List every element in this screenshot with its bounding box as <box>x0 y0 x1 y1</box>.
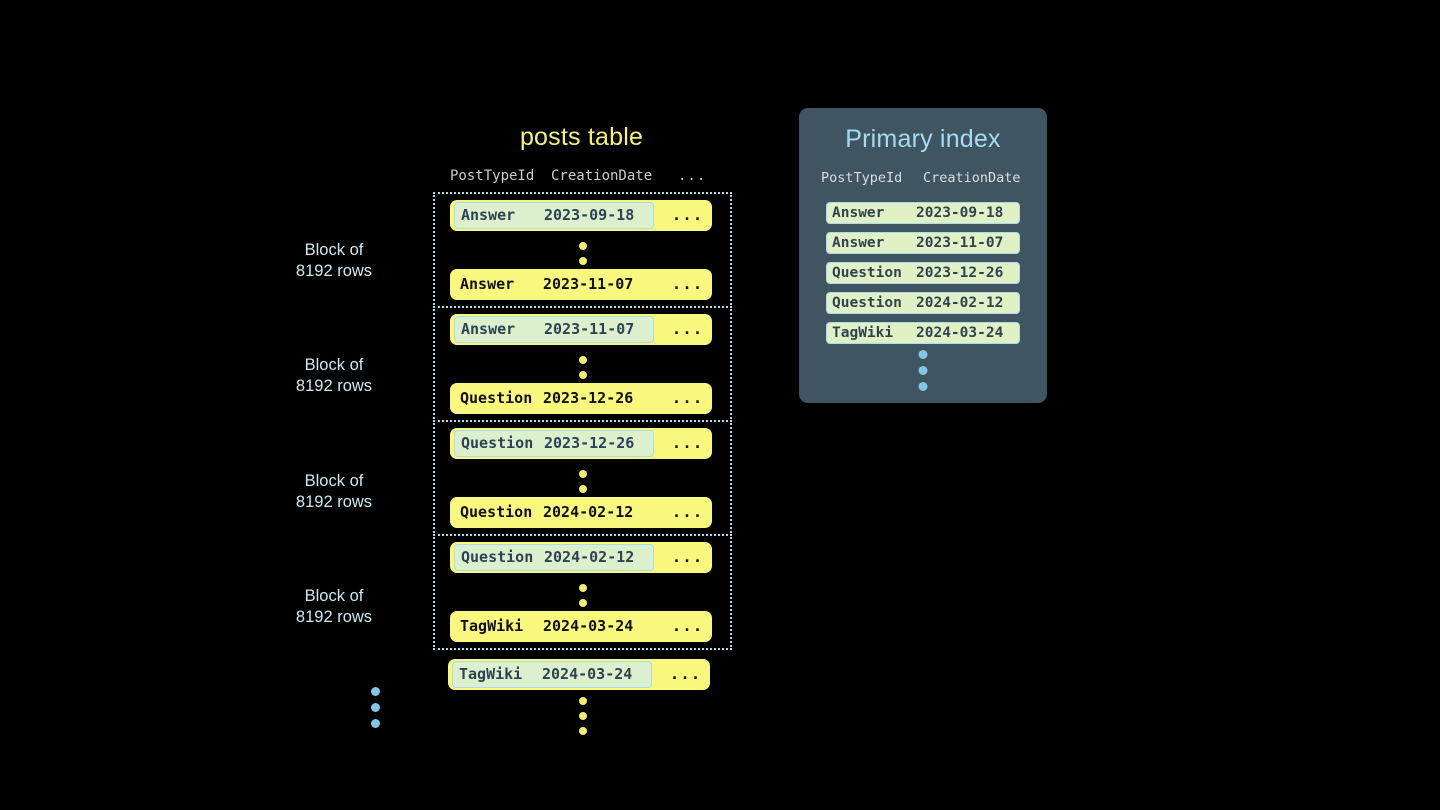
block-label-2: Block of 8192 rows <box>295 472 373 511</box>
table-row: TagWiki 2024-03-24 ... <box>450 611 712 642</box>
cell-more: ... <box>672 275 704 293</box>
posts-table: posts table PostTypeId CreationDate ... … <box>433 120 732 737</box>
primary-key-highlight <box>454 202 654 229</box>
cell-more: ... <box>672 503 704 521</box>
trailing-row-container: TagWiki 2024-03-24 ... <box>433 656 732 693</box>
ellipsis-dot <box>371 719 380 728</box>
table-row: Question 2023-12-26 ... <box>450 428 712 459</box>
cell-creationdate: 2023-11-07 <box>544 320 635 338</box>
index-cell-posttypeid: Answer <box>832 205 885 221</box>
block-label-0: Block of 8192 rows <box>295 241 373 280</box>
index-cell-creationdate: 2023-12-26 <box>916 265 1004 281</box>
table-block: Question 2024-02-12 ... TagWiki 2024-03-… <box>433 534 732 650</box>
index-row: TagWiki 2024-03-24 <box>826 322 1020 344</box>
cell-creationdate: 2024-02-12 <box>544 548 635 566</box>
cell-more: ... <box>670 665 702 683</box>
block-label-1: Block of 8192 rows <box>295 356 373 395</box>
index-row: Question 2023-12-26 <box>826 262 1020 284</box>
ellipsis-dot <box>918 382 928 391</box>
index-cell-creationdate: 2024-02-12 <box>916 295 1004 311</box>
primary-index-panel: Primary index PostTypeId CreationDate An… <box>799 108 1047 403</box>
cell-posttypeid: Answer <box>461 206 516 224</box>
primary-key-highlight <box>454 316 654 343</box>
ellipsis-dot <box>578 242 587 250</box>
ellipsis-dot <box>918 350 928 359</box>
index-cell-posttypeid: Question <box>832 265 902 281</box>
cell-posttypeid: Answer <box>460 275 515 293</box>
cell-more: ... <box>672 389 704 407</box>
table-block: Answer 2023-09-18 ... Answer 2023-11-07 … <box>433 192 732 308</box>
cell-posttypeid: Answer <box>461 320 516 338</box>
cell-creationdate: 2023-12-26 <box>543 389 634 407</box>
table-row: Answer 2023-11-07 ... <box>450 314 712 345</box>
table-row: Answer 2023-09-18 ... <box>450 200 712 231</box>
cell-creationdate: 2024-03-24 <box>543 617 634 635</box>
ellipsis-dot <box>578 485 587 493</box>
table-row: Answer 2023-11-07 ... <box>450 269 712 300</box>
ellipsis-dot <box>371 703 380 712</box>
index-cell-posttypeid: TagWiki <box>832 325 894 341</box>
cell-more: ... <box>672 617 704 635</box>
index-cell-creationdate: 2024-03-24 <box>916 325 1004 341</box>
posts-table-column-headers: PostTypeId CreationDate ... <box>433 166 732 192</box>
primary-key-highlight <box>454 544 654 571</box>
ellipsis-dot <box>578 257 587 265</box>
primary-key-highlight <box>454 430 654 457</box>
index-row: Question 2024-02-12 <box>826 292 1020 314</box>
ellipsis-dot <box>578 599 587 607</box>
primary-index-title: Primary index <box>845 125 1001 153</box>
rows-ellipsis <box>578 697 587 735</box>
cell-more: ... <box>672 206 704 224</box>
table-row: TagWiki 2024-03-24 ... <box>448 659 710 690</box>
primary-key-highlight <box>452 661 652 688</box>
column-header-more: ... <box>678 168 707 184</box>
index-cell-posttypeid: Answer <box>832 235 885 251</box>
table-bottom-ellipsis <box>433 697 732 737</box>
index-row: Answer 2023-09-18 <box>826 202 1020 224</box>
table-row: Question 2023-12-26 ... <box>450 383 712 414</box>
table-row: Question 2024-02-12 ... <box>450 542 712 573</box>
cell-posttypeid: Question <box>460 503 533 521</box>
ellipsis-dot <box>578 356 587 364</box>
table-block: Answer 2023-11-07 ... Question 2023-12-2… <box>433 306 732 422</box>
cell-more: ... <box>672 434 704 452</box>
ellipsis-dot <box>371 687 380 696</box>
ellipsis-dot <box>918 366 928 375</box>
cell-creationdate: 2023-11-07 <box>543 275 634 293</box>
cell-creationdate: 2024-03-24 <box>542 665 633 683</box>
index-cell-creationdate: 2023-11-07 <box>916 235 1004 251</box>
ellipsis-dot <box>578 470 587 478</box>
index-column-header-creationdate: CreationDate <box>923 170 1021 186</box>
cell-creationdate: 2023-09-18 <box>544 206 635 224</box>
table-continues-ellipsis <box>371 687 380 728</box>
cell-posttypeid: Question <box>461 548 534 566</box>
cell-creationdate: 2023-12-26 <box>544 434 635 452</box>
ellipsis-dot <box>578 727 587 735</box>
posts-table-title: posts table <box>519 123 644 151</box>
primary-index-column-headers: PostTypeId CreationDate <box>799 169 1047 193</box>
ellipsis-dot <box>578 371 587 379</box>
primary-index-rows: Answer 2023-09-18 Answer 2023-11-07 Ques… <box>799 202 1047 344</box>
cell-posttypeid: TagWiki <box>459 665 523 683</box>
ellipsis-dot <box>578 697 587 705</box>
column-header-posttypeid: PostTypeId <box>450 168 535 184</box>
cell-creationdate: 2024-02-12 <box>543 503 634 521</box>
cell-posttypeid: Question <box>461 434 534 452</box>
ellipsis-dot <box>578 712 587 720</box>
index-continues-ellipsis <box>918 350 928 391</box>
index-column-header-posttypeid: PostTypeId <box>821 170 903 186</box>
table-row: Question 2024-02-12 ... <box>450 497 712 528</box>
index-cell-posttypeid: Question <box>832 295 902 311</box>
cell-more: ... <box>672 548 704 566</box>
column-header-creationdate: CreationDate <box>551 168 653 184</box>
ellipsis-dot <box>578 584 587 592</box>
table-block: Question 2023-12-26 ... Question 2024-02… <box>433 420 732 536</box>
cell-posttypeid: TagWiki <box>460 617 524 635</box>
cell-more: ... <box>672 320 704 338</box>
index-row: Answer 2023-11-07 <box>826 232 1020 254</box>
index-cell-creationdate: 2023-09-18 <box>916 205 1004 221</box>
cell-posttypeid: Question <box>460 389 533 407</box>
block-label-3: Block of 8192 rows <box>295 587 373 626</box>
